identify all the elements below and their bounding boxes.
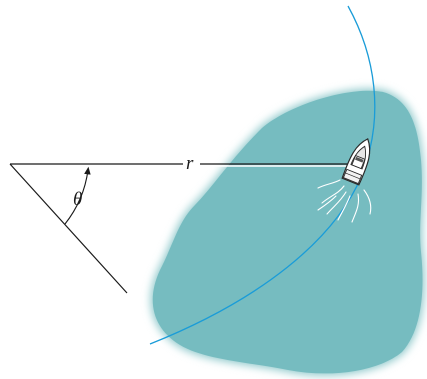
angle-label: θ (73, 189, 82, 210)
boat-stern (342, 168, 363, 185)
water-region-core (152, 90, 423, 374)
boat-icon (341, 138, 371, 186)
boat-cabin (351, 154, 366, 170)
angle-arc (64, 166, 91, 225)
slanted-line (9, 163, 128, 294)
boat-windshield (355, 156, 364, 163)
boat-wake (317, 179, 372, 223)
radius-label: r (186, 153, 194, 174)
